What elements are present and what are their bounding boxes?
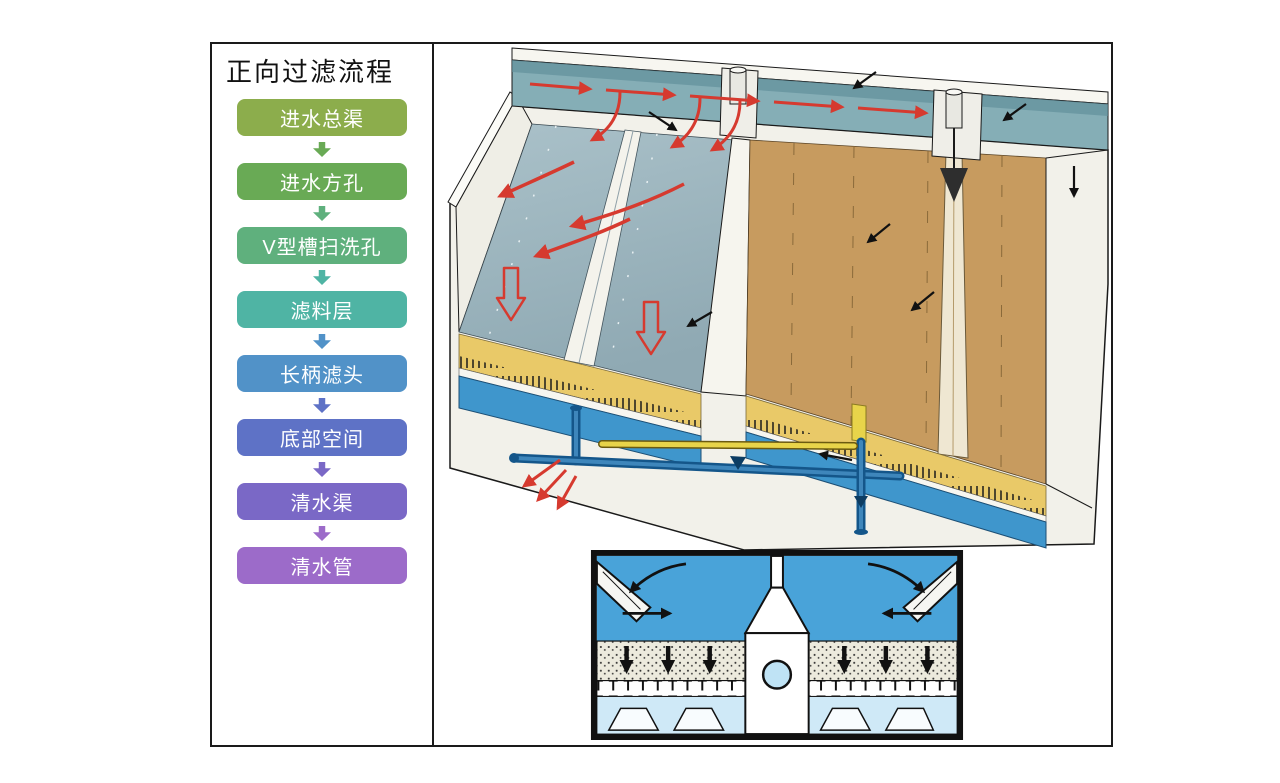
down-arrow-icon — [313, 462, 331, 477]
drain-pipes — [509, 405, 905, 535]
filter-head-row-right — [808, 680, 958, 697]
flow-step-inlet-hole: 进水方孔 — [237, 163, 407, 200]
underdrain-blocks — [607, 707, 935, 731]
underdrain-cut-right — [745, 431, 1047, 549]
flow-step-inlet-channel: 进水总渠 — [237, 99, 407, 136]
content-frame: 正向过滤流程 进水总渠 进水方孔 V型槽扫洗孔 滤料层 长柄滤头 底部空间 清水… — [210, 42, 1113, 747]
distribution-cone — [940, 168, 968, 202]
flowchart-title: 正向过滤流程 — [226, 58, 395, 87]
right-wall — [1045, 149, 1109, 509]
down-arrow-icon — [313, 398, 331, 413]
right-filter-cell — [745, 139, 1047, 485]
valve-icon — [730, 456, 746, 470]
valve-icon — [854, 496, 868, 508]
cross-section-diagram — [590, 550, 964, 740]
flow-step-v-trough: V型槽扫洗孔 — [237, 227, 407, 264]
diagram-panel — [434, 44, 1111, 745]
wash-water-arrows — [622, 562, 932, 620]
clear-water-channel-riser — [851, 403, 867, 443]
downward-flow-arrows — [495, 266, 667, 356]
down-arrow-icon — [313, 142, 331, 157]
v-trough-left — [563, 129, 642, 367]
filter-heads-left — [459, 356, 701, 430]
flowchart-steps: 进水总渠 进水方孔 V型槽扫洗孔 滤料层 长柄滤头 底部空间 清水渠 清水管 — [212, 99, 432, 584]
sand-stipple-left — [596, 640, 746, 682]
clear-water-pipe-yellow — [599, 441, 857, 449]
flow-arrows-red — [497, 81, 929, 511]
flow-step-clear-water-pipe: 清水管 — [237, 547, 407, 584]
distribution-cylinder-right — [945, 91, 963, 129]
flowchart-panel: 正向过滤流程 进水总渠 进水方孔 V型槽扫洗孔 滤料层 长柄滤头 底部空间 清水… — [212, 44, 434, 745]
central-collection-channel — [743, 554, 811, 736]
down-arrow-icon — [313, 334, 331, 349]
filter-heads-right — [746, 414, 1046, 518]
down-arrow-icon — [313, 270, 331, 285]
flow-step-clear-water-channel: 清水渠 — [237, 483, 407, 520]
v-filter-isometric-diagram — [447, 47, 1109, 550]
underdrain-space — [596, 695, 958, 735]
clear-water-pipe-circle — [761, 659, 793, 690]
sand-stipple-right — [808, 640, 958, 682]
flow-step-bottom-space: 底部空间 — [237, 419, 407, 456]
filter-head-row-left — [596, 680, 746, 697]
down-arrow-icon — [313, 206, 331, 221]
flow-step-filter-nozzle: 长柄滤头 — [237, 355, 407, 392]
flow-arrows-black — [648, 71, 1080, 462]
down-arrow-icon — [313, 526, 331, 541]
flow-step-media-layer: 滤料层 — [237, 291, 407, 328]
downward-filtration-arrows — [619, 645, 935, 675]
